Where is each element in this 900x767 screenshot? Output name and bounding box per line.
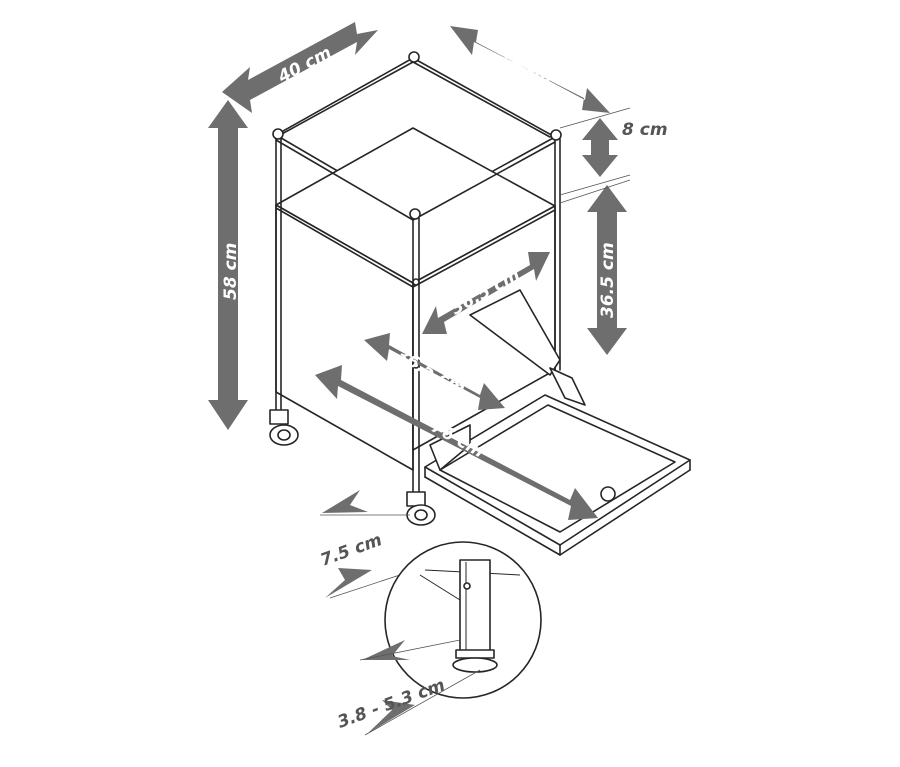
caster-arrow-top xyxy=(322,490,368,513)
label-caster-height: 7.5 cm xyxy=(318,530,385,571)
dimension-total-height: 58 cm xyxy=(208,100,248,430)
leg-cap xyxy=(550,129,562,141)
label-leg-adjust: 3.8 - 5.3 cm xyxy=(335,675,448,732)
label-lower-height: 36.5 cm xyxy=(598,242,618,318)
dimension-top-gap: 8 cm xyxy=(559,107,668,196)
label-top-width-right: 40 cm xyxy=(497,41,558,87)
leg-cap xyxy=(409,208,421,220)
tray-stopper xyxy=(600,486,616,502)
pull-out-tray xyxy=(424,289,691,556)
leg-cap xyxy=(272,128,284,140)
label-total-height: 58 cm xyxy=(221,243,241,300)
foot-leg xyxy=(459,559,491,656)
label-top-gap: 8 cm xyxy=(622,120,668,140)
caster-right xyxy=(406,491,436,526)
caster-left xyxy=(269,409,299,446)
dimension-lower-height: 36.5 cm xyxy=(559,179,631,355)
foot-arrow-top xyxy=(362,640,410,660)
leg-cap xyxy=(408,51,420,63)
caster-arrow-bottom xyxy=(325,568,372,598)
foot-pad xyxy=(452,657,498,673)
foot-arrow-bottom xyxy=(368,700,415,733)
tray-slide xyxy=(469,289,561,376)
tray-hinge xyxy=(549,367,586,406)
